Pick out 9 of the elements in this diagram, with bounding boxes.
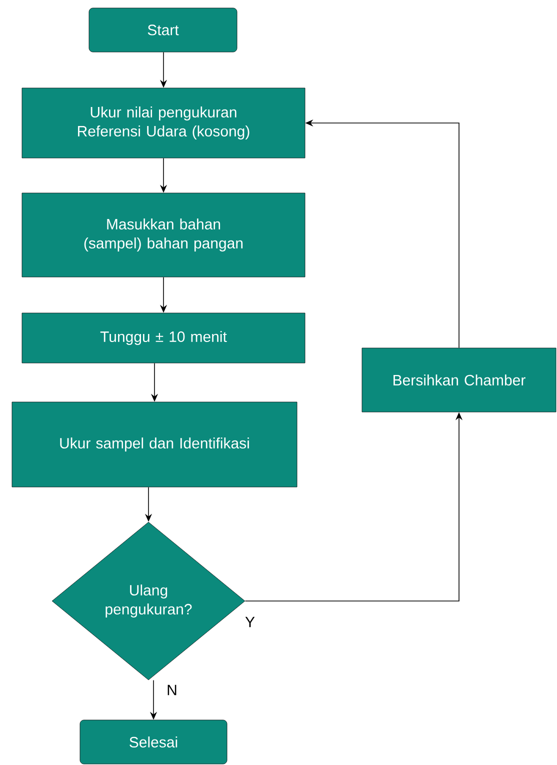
- process-box: Masukkan bahan (sampel) bahan pangan: [22, 192, 306, 278]
- terminal-box: Selesai: [80, 720, 228, 764]
- edge-label: Y: [244, 616, 256, 628]
- process-box: Tunggu ± 10 menit: [22, 312, 306, 364]
- process-box: Bersihkan Chamber: [362, 348, 556, 412]
- process-box: Ukur nilai pengukuran Referensi Udara (kosong): [22, 88, 306, 158]
- edge-label: N: [166, 684, 178, 696]
- terminal-box: Start: [88, 8, 238, 52]
- process-box: Ukur sampel dan Identifikasi: [12, 402, 298, 488]
